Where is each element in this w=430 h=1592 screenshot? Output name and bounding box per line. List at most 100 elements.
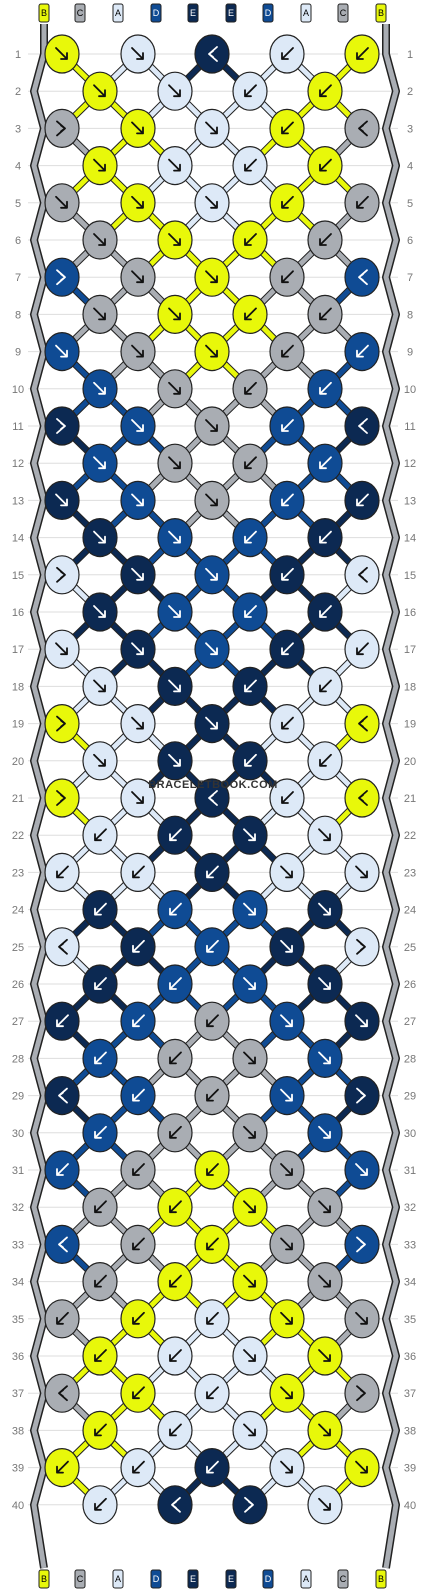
knot-arrow-icon — [169, 1349, 182, 1362]
knot — [82, 146, 118, 186]
knot-arrow-icon — [132, 1386, 145, 1400]
knot-arrow-icon — [168, 84, 181, 98]
row-number-left: 36 — [12, 1351, 24, 1363]
knot — [120, 257, 156, 297]
knot-arrow-icon — [168, 679, 181, 693]
row-number-left: 23 — [12, 867, 24, 879]
knot — [232, 146, 268, 186]
row-number-left: 4 — [15, 161, 21, 173]
strand-tab — [337, 3, 349, 23]
knot-arrow-icon — [244, 84, 257, 98]
knot — [344, 332, 380, 372]
knot — [82, 517, 118, 558]
row-number-right: 16 — [404, 607, 416, 619]
knot-arrow-icon — [58, 1385, 68, 1402]
row-number-right: 1 — [407, 49, 413, 61]
knot-arrow-icon — [205, 419, 218, 432]
knot-arrow-icon — [355, 1311, 368, 1325]
strand-tab — [187, 3, 199, 23]
knot-circle — [44, 1224, 80, 1265]
knot-arrow-icon — [319, 679, 332, 693]
knot-arrow-icon — [243, 977, 256, 990]
knot — [344, 183, 380, 223]
knot — [82, 964, 118, 1004]
knot — [307, 666, 343, 707]
row-number-right: 13 — [404, 495, 416, 507]
knot — [157, 71, 193, 111]
knot-arrow-icon — [132, 1014, 145, 1028]
knot-arrow-icon — [319, 84, 332, 98]
strand-tab — [150, 1569, 162, 1589]
knot-arrow-icon — [55, 493, 68, 507]
knot — [344, 927, 380, 967]
knot-arrow-icon — [206, 1311, 219, 1325]
knot-arrow-icon — [244, 605, 257, 618]
knot — [194, 927, 230, 967]
strand-letter: E — [190, 1574, 196, 1584]
knot — [307, 443, 343, 483]
knot — [307, 592, 343, 632]
knot — [120, 332, 156, 372]
row-number-right: 30 — [404, 1128, 416, 1140]
row-number-right: 34 — [404, 1277, 416, 1289]
knot-arrow-icon — [358, 790, 368, 806]
knot-circle — [344, 406, 380, 446]
knot — [120, 34, 156, 74]
strand-tab — [150, 3, 162, 23]
knot-arrow-icon — [281, 195, 294, 209]
row-number-left: 6 — [15, 235, 21, 247]
knot — [232, 889, 268, 930]
knot — [232, 1187, 268, 1227]
knot — [44, 852, 80, 893]
knot-arrow-icon — [132, 1460, 145, 1474]
knot — [44, 629, 80, 669]
row-number-left: 24 — [12, 905, 24, 917]
knot — [269, 1373, 305, 1413]
knot — [194, 34, 230, 74]
knot-circle — [344, 108, 380, 148]
row-number-right: 35 — [404, 1314, 416, 1326]
knot — [269, 1001, 305, 1041]
knot-arrow-icon — [280, 1014, 293, 1028]
knot-arrow-icon — [243, 1125, 256, 1139]
knot-arrow-icon — [131, 493, 144, 507]
knot — [82, 1113, 118, 1153]
strand-letter: B — [378, 8, 384, 18]
knot-arrow-icon — [281, 493, 294, 507]
knot — [269, 183, 305, 223]
knot-arrow-icon — [168, 456, 181, 470]
knot — [307, 1113, 343, 1153]
knot-arrow-icon — [132, 1237, 145, 1251]
knot — [269, 332, 305, 372]
knot-arrow-icon — [132, 1163, 145, 1176]
knot — [82, 369, 118, 409]
knot-arrow-icon — [205, 493, 218, 507]
knot-arrow-icon — [318, 1274, 331, 1288]
knot-arrow-icon — [205, 270, 218, 284]
row-number-left: 3 — [15, 123, 21, 135]
row-number-right: 12 — [404, 458, 416, 470]
knot-arrow-icon — [280, 939, 293, 953]
knot — [157, 220, 193, 260]
knot — [157, 517, 193, 558]
row-number-right: 32 — [404, 1202, 416, 1214]
knot-arrow-icon — [169, 1423, 182, 1437]
row-number-right: 40 — [404, 1500, 416, 1512]
row-number-right: 3 — [407, 123, 413, 135]
knot-arrow-icon — [132, 939, 145, 953]
knot — [344, 778, 380, 818]
knot-arrow-icon — [56, 1014, 69, 1028]
row-number-left: 39 — [12, 1463, 24, 1475]
knot-circle — [344, 703, 380, 744]
strand-letter: B — [41, 8, 47, 18]
knot — [232, 666, 268, 707]
knot — [307, 71, 343, 111]
row-number-left: 31 — [12, 1165, 24, 1177]
knot-circle — [44, 927, 80, 967]
knot — [82, 889, 118, 930]
knot-arrow-icon — [356, 344, 369, 358]
knot — [157, 294, 193, 334]
knot-arrow-icon — [206, 1460, 219, 1474]
knot — [82, 666, 118, 707]
row-number-left: 5 — [15, 198, 21, 210]
